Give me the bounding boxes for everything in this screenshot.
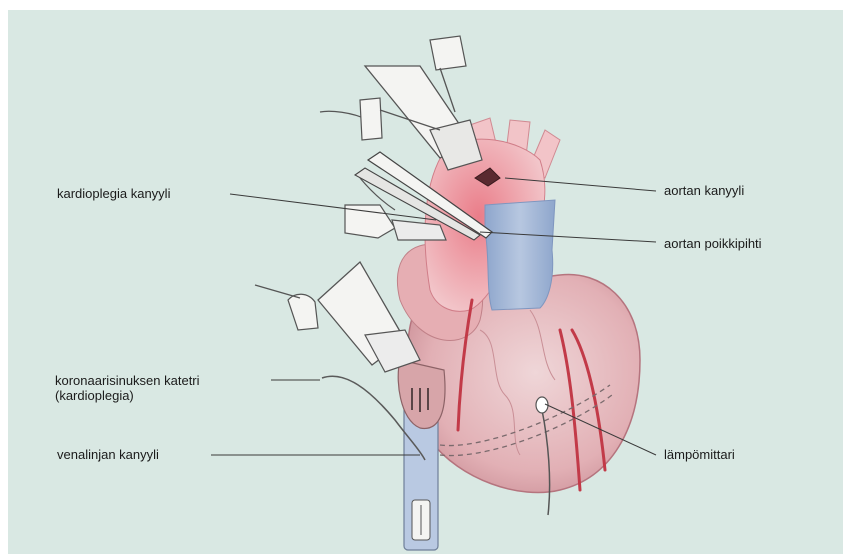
vena-cava-blue bbox=[485, 200, 555, 310]
label-aortan-poikkipihti: aortan poikkipihti bbox=[664, 236, 762, 251]
label-line-2: (kardioplegia) bbox=[55, 388, 200, 403]
label-venalinjan-kanyyli: venalinjan kanyyli bbox=[57, 447, 159, 462]
label-line-1: koronaarisinuksen katetri bbox=[55, 373, 200, 388]
label-kardioplegia-kanyyli: kardioplegia kanyyli bbox=[57, 186, 170, 201]
label-lampomittari: lämpömittari bbox=[664, 447, 735, 462]
label-koronaarisinuksen-katetri: koronaarisinuksen katetri (kardioplegia) bbox=[55, 373, 200, 403]
label-aortan-kanyyli: aortan kanyyli bbox=[664, 183, 744, 198]
